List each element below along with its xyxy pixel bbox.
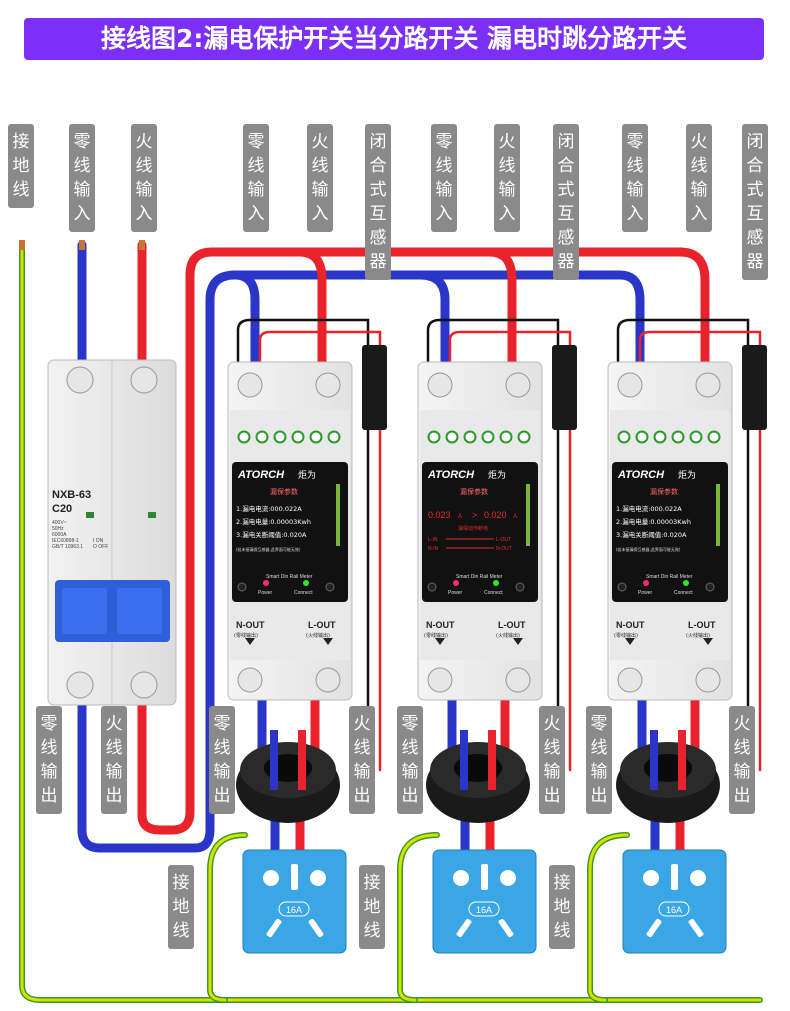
- alarm-left: 0.023: [428, 510, 451, 520]
- n-out-cn: (零线输出): [424, 632, 448, 639]
- breaker-model: NXB-63: [52, 489, 91, 501]
- label-ground-in: 接地线: [8, 124, 34, 208]
- title-banner: 接线图2:漏电保护开关当分路开关 漏电时跳分路开关: [24, 18, 764, 60]
- l-out-cn: (火线输出): [306, 632, 330, 639]
- breaker-on-label: I ON: [93, 538, 104, 544]
- screen-note: (若未接漏保互感器,此界面可能无效): [236, 546, 301, 552]
- power-label: Power: [258, 590, 273, 596]
- power-label: Power: [448, 590, 463, 596]
- label-live-in: 火线输入: [131, 124, 157, 232]
- power-label: Power: [638, 590, 653, 596]
- label-ct-3: 闭合式互感器: [742, 124, 768, 280]
- label-neutral-in-2: 零线输入: [431, 124, 457, 232]
- connect-label: Connect: [674, 590, 693, 596]
- label-ct-2: 闭合式互感器: [553, 124, 579, 280]
- breaker-spec-3: IEC60898-1: [52, 538, 79, 544]
- current-transformer-2: [426, 730, 530, 823]
- l-out-label: L-OUT: [498, 620, 526, 630]
- label-live-out-1: 火线输出: [349, 706, 375, 814]
- label-ground-2: 接地线: [168, 865, 194, 949]
- label-live-in-3: 火线输入: [686, 124, 712, 232]
- breaker-spec-2: 6000A: [52, 532, 67, 538]
- socket-rating: 16A: [286, 905, 302, 915]
- label-live-out-2: 火线输出: [539, 706, 565, 814]
- socket-2: 16A: [432, 849, 537, 954]
- label-neutral-out-1: 零线输出: [209, 706, 235, 814]
- screen-line-3: 3.漏电关断阈值:0.020A: [236, 530, 307, 539]
- screen-line-3: 3.漏电关断阈值:0.020A: [616, 530, 687, 539]
- label-neutral-out-2: 零线输出: [397, 706, 423, 814]
- n-out-label: N-OUT: [236, 620, 265, 630]
- breaker-off-label: O OFF: [93, 544, 108, 550]
- n-out-label: N-OUT: [616, 620, 645, 630]
- connect-label: Connect: [484, 590, 503, 596]
- screen-title: 漏保参数: [650, 487, 678, 496]
- screen-note: (若未接漏保互感器,此界面可能无效): [616, 546, 681, 552]
- l-out-cn: (火线输出): [686, 632, 710, 639]
- alarm-in-l: L-IN: [428, 537, 438, 543]
- alarm-out-l: L-OUT: [496, 537, 511, 543]
- screen-line-2: 2.漏电电量:0.00003Kwh: [616, 517, 691, 526]
- alarm-right: 0.020: [484, 510, 507, 520]
- breaker-rating: C20: [52, 503, 72, 515]
- screen-line-1: 1.漏电电流:000.022A: [236, 504, 302, 513]
- n-out-label: N-OUT: [426, 620, 455, 630]
- alarm-unit-right: A: [513, 514, 517, 520]
- screen-line-1: 1.漏电电流:000.022A: [616, 504, 682, 513]
- label-ground-3: 接地线: [359, 865, 385, 949]
- brand-cn-label: 炬为: [488, 469, 506, 481]
- n-out-cn: (零线输出): [614, 632, 638, 639]
- brand-cn-label: 炬为: [298, 469, 316, 481]
- ground-wire: [19, 242, 763, 1003]
- alarm-unit-left: A: [458, 514, 462, 520]
- brand-cn-label: 炬为: [678, 469, 696, 481]
- l-out-label: L-OUT: [688, 620, 716, 630]
- l-out-label: L-OUT: [308, 620, 336, 630]
- n-out-cn: (零线输出): [234, 632, 258, 639]
- meter-label: Smart Din Rail Meter: [456, 574, 503, 580]
- breaker: [47, 359, 177, 706]
- brand-label: ATORCH: [237, 469, 285, 481]
- label-neutral-out-3: 零线输出: [586, 706, 612, 814]
- l-out-cn: (火线输出): [496, 632, 520, 639]
- current-transformer-1: [236, 730, 340, 823]
- ct-connectors: [362, 345, 767, 430]
- screen-title: 漏保参数: [270, 487, 298, 496]
- socket-3: 16A: [622, 849, 727, 954]
- alarm-in-n: N-IN: [428, 546, 439, 552]
- screen-line-2: 2.漏电电量:0.00003Kwh: [236, 517, 311, 526]
- socket-1: 16A: [242, 849, 347, 954]
- alarm-op: >: [472, 510, 477, 520]
- label-breaker-neutral-out: 零线输出: [36, 706, 62, 814]
- label-live-in-1: 火线输入: [307, 124, 333, 232]
- current-transformer-3: [616, 730, 720, 823]
- label-neutral-in-1: 零线输入: [243, 124, 269, 232]
- meter-label: Smart Din Rail Meter: [266, 574, 313, 580]
- copper-ends: [19, 240, 145, 250]
- meter-label: Smart Din Rail Meter: [646, 574, 693, 580]
- socket-rating: 16A: [476, 905, 492, 915]
- screen-title: 漏保参数: [460, 487, 488, 496]
- breaker-spec-4: GB/T 10963.1: [52, 544, 83, 550]
- breaker-spec-0: 400V~: [52, 520, 67, 526]
- label-live-in-2: 火线输入: [494, 124, 520, 232]
- alarm-out-n: N-OUT: [496, 546, 512, 552]
- breaker-spec-1: 50Hz: [52, 526, 64, 532]
- label-neutral-in: 零线输入: [69, 124, 95, 232]
- socket-rating: 16A: [666, 905, 682, 915]
- label-breaker-live-out: 火线输出: [101, 706, 127, 814]
- label-live-out-3: 火线输出: [729, 706, 755, 814]
- label-ground-4: 接地线: [549, 865, 575, 949]
- connect-label: Connect: [294, 590, 313, 596]
- label-ct-1: 闭合式互感器: [365, 124, 391, 280]
- brand-label: ATORCH: [617, 469, 665, 481]
- label-neutral-in-3: 零线输入: [622, 124, 648, 232]
- brand-label: ATORCH: [427, 469, 475, 481]
- alarm-msg: 漏保动作断电: [458, 525, 488, 532]
